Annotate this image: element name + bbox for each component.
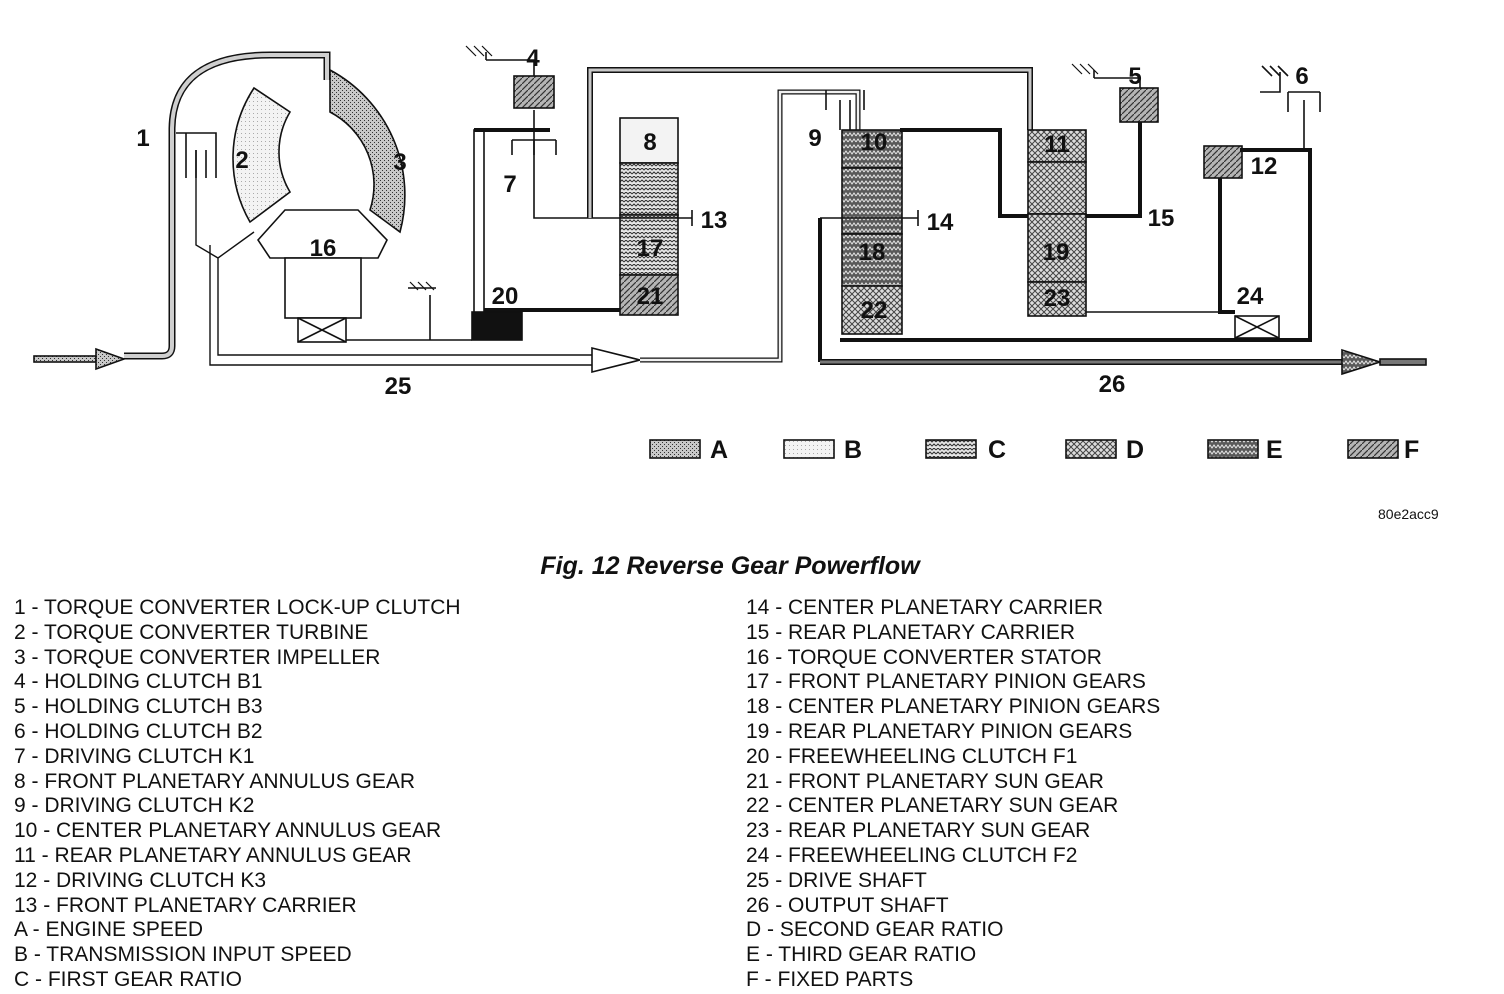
legend-item: 23 - REAR PLANETARY SUN GEAR: [746, 819, 1091, 843]
callout-22: 22: [861, 297, 888, 324]
key-letter-e: E: [1266, 436, 1283, 464]
callout-21: 21: [637, 283, 664, 310]
legend-item: 14 - CENTER PLANETARY CARRIER: [746, 596, 1104, 619]
key-letter-d: D: [1126, 436, 1144, 464]
front-planetary: [465, 45, 1033, 341]
legend-item: 24 - FREEWHEELING CLUTCH F2: [746, 843, 1078, 867]
callout-3: 3: [393, 149, 406, 176]
legend-item: 26 - OUTPUT SHAFT: [746, 893, 949, 917]
drive-shaft: [591, 89, 861, 374]
callout-25: 25: [385, 373, 412, 400]
legend-item: B - TRANSMISSION INPUT SPEED: [14, 943, 352, 967]
legend-item: 4 - HOLDING CLUTCH B1: [14, 670, 263, 694]
legend-item: 12 - DRIVING CLUTCH K3: [14, 868, 267, 892]
legend-item: 17 - FRONT PLANETARY PINION GEARS: [746, 670, 1146, 694]
callout-15: 15: [1148, 205, 1175, 232]
legend-item: 5 - HOLDING CLUTCH B3: [14, 695, 263, 719]
legend-item: 6 - HOLDING CLUTCH B2: [14, 719, 263, 743]
torque-converter: [232, 68, 472, 343]
image-code: 80e2acc9: [1378, 506, 1439, 522]
figure-caption: Fig. 12 Reverse Gear Powerflow: [540, 552, 920, 580]
legend-item: 2 - TORQUE CONVERTER TURBINE: [14, 620, 369, 644]
callout-4: 4: [526, 45, 540, 72]
legend-item: 3 - TORQUE CONVERTER IMPELLER: [14, 645, 381, 669]
legend-item: A - ENGINE SPEED: [14, 918, 204, 942]
legend-item: 9 - DRIVING CLUTCH K2: [14, 794, 255, 818]
callout-12: 12: [1251, 153, 1278, 180]
callout-19: 19: [1043, 239, 1070, 266]
legend-item: 20 - FREEWHEELING CLUTCH F1: [746, 744, 1078, 768]
legend-item: 16 - TORQUE CONVERTER STATOR: [746, 645, 1102, 669]
legend-item: 15 - REAR PLANETARY CARRIER: [746, 620, 1076, 644]
callout-17: 17: [637, 235, 664, 262]
callout-18: 18: [859, 239, 886, 266]
input-shaft: [33, 51, 331, 371]
output-shaft: [820, 348, 1427, 376]
key-letter-c: C: [988, 436, 1006, 464]
key-letter-f: F: [1404, 436, 1419, 464]
callout-16: 16: [310, 235, 337, 262]
center-planetary: [818, 90, 1142, 362]
callout-5: 5: [1128, 63, 1141, 90]
callout-8: 8: [643, 129, 656, 156]
legend-item: F - FIXED PARTS: [746, 967, 914, 991]
callout-14: 14: [927, 209, 954, 236]
callout-20: 20: [492, 283, 519, 310]
legend-item: 13 - FRONT PLANETARY CARRIER: [14, 893, 357, 917]
callout-24: 24: [1237, 283, 1264, 310]
legend-item: 19 - REAR PLANETARY PINION GEARS: [746, 719, 1133, 743]
callout-2: 2: [235, 147, 248, 174]
rear-planetary: [840, 63, 1321, 342]
legend-item: 1 - TORQUE CONVERTER LOCK-UP CLUTCH: [14, 596, 461, 619]
callout-23: 23: [1044, 285, 1071, 312]
callout-10: 10: [861, 129, 888, 156]
key-letter-b: B: [844, 436, 862, 464]
legend-item: E - THIRD GEAR RATIO: [746, 943, 977, 967]
key-swatches: [649, 439, 1399, 459]
powerflow-diagram: 1234567891011121314151617181920212223242…: [33, 45, 1427, 464]
callout-9: 9: [808, 125, 821, 152]
callout-13: 13: [701, 207, 728, 234]
callout-1: 1: [136, 125, 149, 152]
legend-item: 18 - CENTER PLANETARY PINION GEARS: [746, 695, 1161, 719]
key-letter-a: A: [710, 436, 728, 464]
legend-item: 10 - CENTER PLANETARY ANNULUS GEAR: [14, 819, 442, 843]
legend-item: 22 - CENTER PLANETARY SUN GEAR: [746, 794, 1119, 818]
legend-item: 7 - DRIVING CLUTCH K1: [14, 744, 255, 768]
callout-7: 7: [503, 171, 516, 198]
legend-item: 21 - FRONT PLANETARY SUN GEAR: [746, 769, 1104, 793]
callout-6: 6: [1295, 63, 1308, 90]
legend-item: D - SECOND GEAR RATIO: [746, 918, 1004, 942]
key-letters: A B C D E F: [710, 436, 1419, 464]
callout-26: 26: [1099, 371, 1126, 398]
legend-item: 8 - FRONT PLANETARY ANNULUS GEAR: [14, 769, 416, 793]
lockup-clutch: [176, 132, 600, 366]
legend-item: 25 - DRIVE SHAFT: [746, 868, 927, 892]
legend-item: 11 - REAR PLANETARY ANNULUS GEAR: [14, 843, 412, 867]
legend-item: C - FIRST GEAR RATIO: [14, 967, 242, 991]
callout-11: 11: [1044, 131, 1069, 158]
